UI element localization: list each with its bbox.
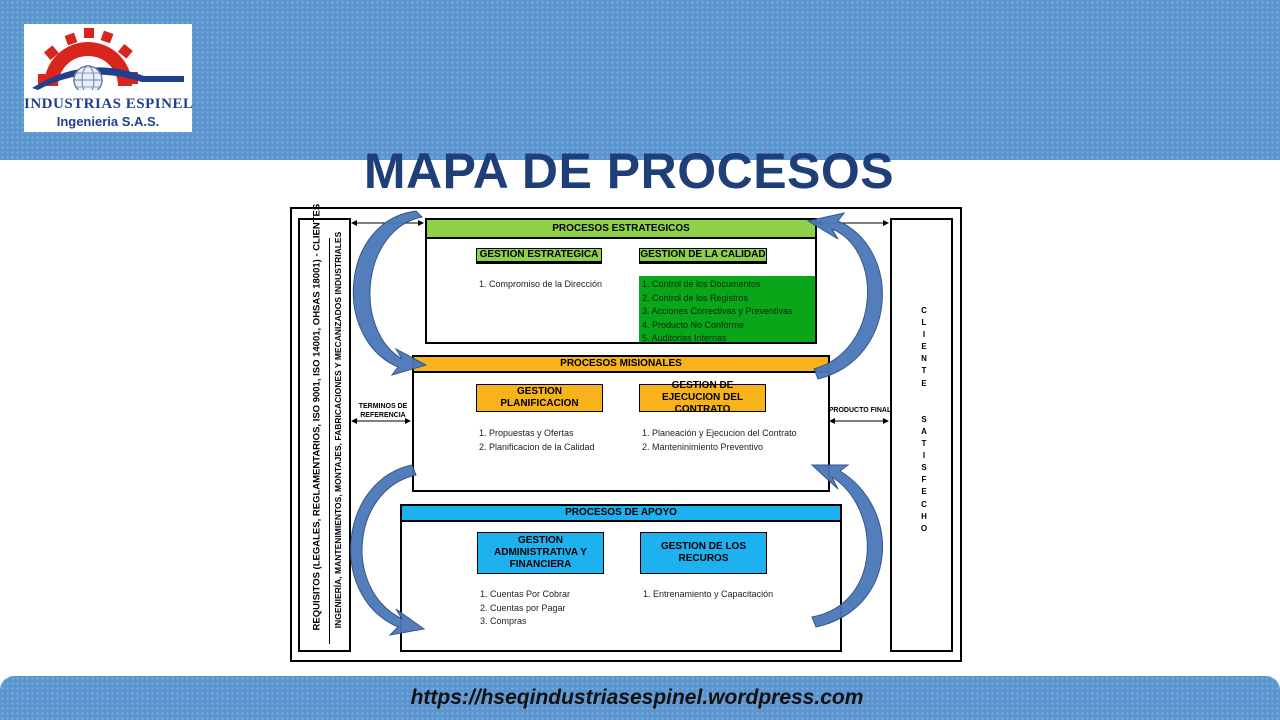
final-product-label: PRODUCTO FINAL: [828, 407, 892, 414]
administrative-management-label: GESTION ADMINISTRATIVA Y FINANCIERA: [477, 532, 604, 574]
administrative-management-items: 1. Cuentas Por Cobrar 2. Cuentas por Pag…: [480, 588, 570, 629]
client-column: [890, 218, 953, 652]
bottom-banner: [0, 676, 1280, 720]
list-item: 2. Control de los Registros: [642, 292, 749, 303]
missional-processes-header: PROCESOS MISIONALES: [414, 357, 828, 373]
list-item: 2. Planificacion de la Calidad: [479, 441, 595, 452]
strategic-processes-header: PROCESOS ESTRATEGICOS: [427, 220, 815, 239]
gear-logo-icon: [24, 28, 192, 96]
company-logo: INDUSTRIAS ESPINEL Ingenieria S.A.S.: [24, 24, 194, 132]
process-map-diagram: REQUISITOS (LEGALES, REGLAMENTARIOS, ISO…: [290, 204, 962, 662]
quality-management-items: 1. Control de los Documentos 2. Control …: [642, 278, 793, 346]
contract-execution-label: GESTION DE EJECUCION DEL CONTRATO: [639, 380, 766, 415]
terms-of-reference-label: TERMINOS DE REFERENCIA: [358, 403, 408, 419]
support-processes-header: PROCESOS DE APOYO: [402, 506, 840, 522]
column-divider: [329, 238, 330, 644]
list-item: 2. Cuentas por Pagar: [480, 602, 566, 613]
resources-management-items: 1. Entrenamiento y Capacitación: [643, 588, 773, 602]
list-item: 1. Compromiso de la Dirección: [479, 279, 603, 289]
resources-management-label: GESTION DE LOS RECUROS: [640, 532, 767, 574]
strategic-management-label: GESTION ESTRATEGICA: [476, 248, 602, 264]
list-item: 4. Producto No Conforme: [642, 319, 745, 330]
curved-arrow-bottom-right: [810, 464, 883, 628]
planning-management-items: 1. Propuestas y Ofertas 2. Planificacion…: [479, 427, 595, 454]
list-item: 3. Acciones Correctivas y Preventivas: [642, 306, 793, 316]
list-item: 3. Compras: [480, 616, 527, 626]
page-title: MAPA DE PROCESOS: [363, 143, 895, 199]
strategic-processes-box: PROCESOS ESTRATEGICOS GESTION ESTRATEGIC…: [425, 218, 817, 344]
list-item: 1. Control de los Documentos: [642, 279, 761, 289]
flow-arrows: [350, 210, 889, 636]
top-banner: [0, 0, 1280, 160]
list-item: 1. Cuentas Por Cobrar: [480, 589, 571, 599]
logo-company-name: INDUSTRIAS ESPINEL: [24, 96, 194, 112]
list-item: 1. Planeación y Ejecucion del Contrato: [642, 428, 797, 438]
logo-company-type: Ingenieria S.A.S.: [56, 114, 160, 129]
list-item: 1. Entrenamiento y Capacitación: [643, 589, 774, 599]
list-item: 5. Auditorias Internas: [642, 333, 727, 343]
planning-management-label: GESTION PLANIFICACION: [476, 384, 603, 412]
missional-processes-box: PROCESOS MISIONALES GESTION PLANIFICACIO…: [412, 355, 830, 492]
requirements-column: REQUISITOS (LEGALES, REGLAMENTARIOS, ISO…: [298, 204, 351, 652]
list-item: 1. Propuestas y Ofertas: [479, 428, 574, 438]
curved-arrow-top-left: [352, 210, 428, 376]
support-processes-box: PROCESOS DE APOYO GESTION ADMINISTRATIVA…: [400, 504, 842, 652]
curved-arrow-top-right: [806, 212, 883, 380]
contract-execution-items: 1. Planeación y Ejecucion del Contrato 2…: [642, 427, 797, 454]
curved-arrow-bottom-left: [350, 464, 426, 636]
strategic-management-items: 1. Compromiso de la Dirección: [479, 278, 602, 292]
quality-items-background: [639, 276, 815, 342]
client-satisfied-text: C L I E N T E S A T I S F E C H O: [920, 306, 928, 533]
list-item: 2. Manteninimiento Preventivo: [642, 441, 764, 452]
footer-url[interactable]: https://hseqindustriasespinel.wordpress.…: [410, 686, 864, 709]
quality-management-label: GESTION DE LA CALIDAD: [639, 248, 767, 264]
